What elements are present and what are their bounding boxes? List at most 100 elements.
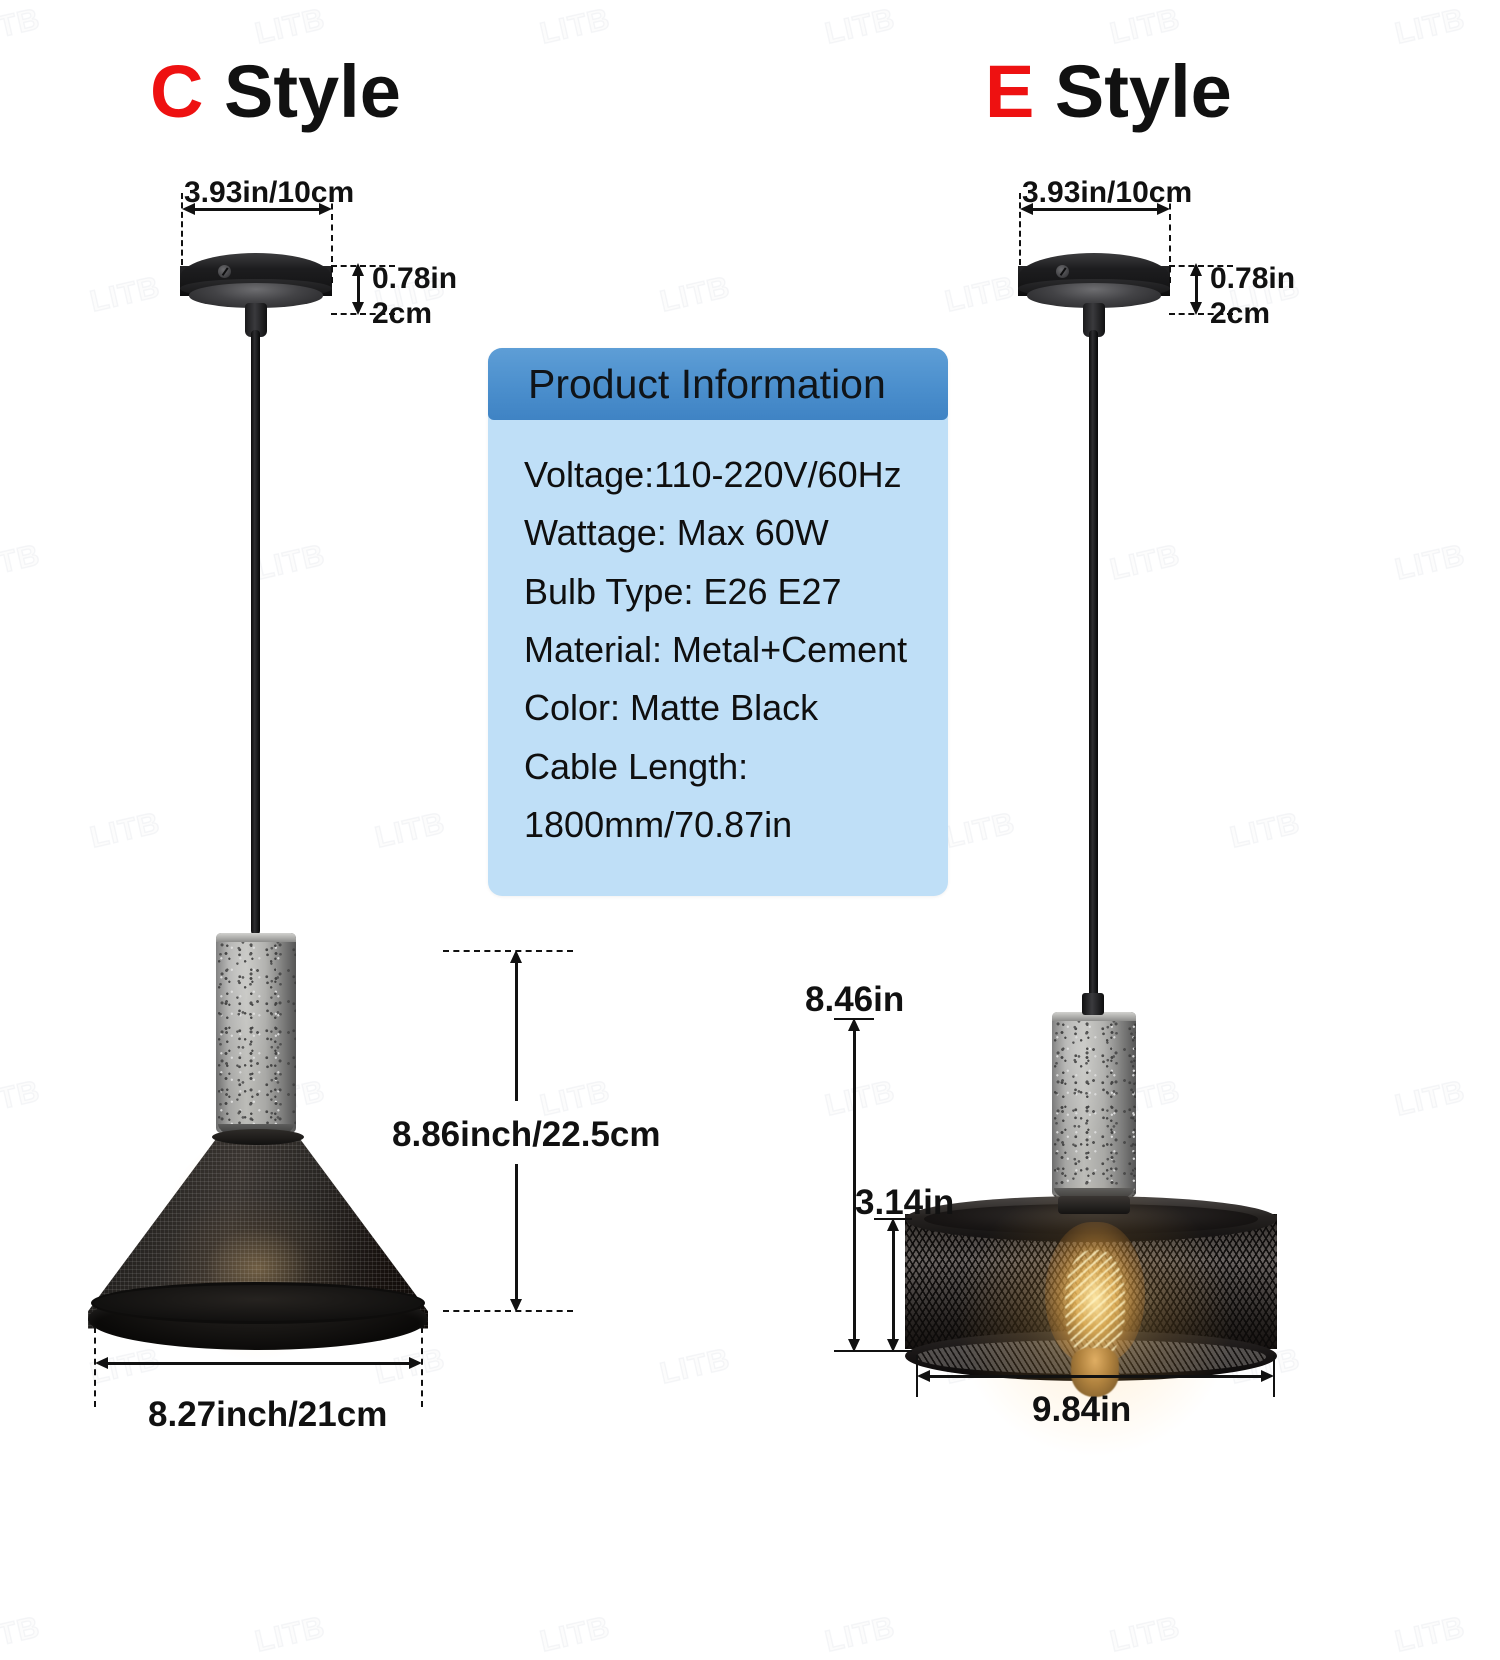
brand-watermark: LITB <box>536 1610 614 1659</box>
e-canopy-width-ext-right <box>1169 193 1171 283</box>
c-canopy-width-label: 3.93in/10cm <box>184 176 355 209</box>
brand-watermark: LITB <box>371 806 449 855</box>
c-canopy <box>180 253 332 337</box>
arrow-shaft <box>1195 272 1198 306</box>
c-shade-height-label: 8.86inch/22.5cm <box>392 1115 661 1154</box>
product-information-header: Product Information <box>488 348 948 420</box>
c-cement-bottom-cap <box>217 1124 295 1133</box>
c-style-letter: C <box>150 50 204 133</box>
brand-watermark: LITB <box>656 270 734 319</box>
e-canopy-height-inch: 0.78in <box>1210 262 1296 295</box>
c-canopy-height-inch: 0.78in <box>372 262 458 295</box>
c-canopy-height-arrow <box>352 263 364 315</box>
brand-watermark: LITB <box>251 1610 329 1659</box>
info-row-voltage: Voltage:110-220V/60Hz <box>524 454 902 495</box>
arrow-shaft <box>515 959 518 1101</box>
arrow-shaft <box>892 1227 895 1343</box>
e-style-letter: E <box>985 50 1035 133</box>
e-shade-height-arrow <box>887 1218 899 1352</box>
arrow-head-left-icon <box>917 1370 930 1382</box>
c-canopy-width-ext-left <box>181 193 183 265</box>
info-row-color: Color: Matte Black <box>524 687 819 729</box>
brand-watermark: LITB <box>0 2 44 51</box>
arrow-head-top-icon <box>352 263 364 276</box>
e-cement-bottom-cap <box>1053 1188 1135 1197</box>
info-row-cable-length-label: Cable Length: <box>524 745 749 787</box>
e-canopy-height-cm: 2cm <box>1210 296 1271 330</box>
brand-watermark: LITB <box>656 1342 734 1391</box>
e-canopy-height-arrow <box>1190 263 1202 315</box>
e-width-tick-right <box>1273 1355 1275 1397</box>
info-row-bulb-type: Bulb Type: E26 E27 <box>524 570 842 612</box>
brand-watermark: LITB <box>0 538 44 587</box>
e-width-arrow <box>917 1370 1274 1382</box>
brand-watermark: LITB <box>821 1610 899 1659</box>
arrow-head-top-icon <box>510 950 522 963</box>
c-width-arrow <box>95 1357 422 1369</box>
product-information-list: Voltage:110-220V/60Hz Wattage: Max 60W B… <box>524 446 932 854</box>
c-style-title: C Style <box>150 55 401 129</box>
arrow-head-right-icon <box>1261 1370 1274 1382</box>
brand-watermark: LITB <box>251 538 329 587</box>
c-canopy-screw <box>218 264 231 278</box>
info-row-cable-length-value: 1800mm/70.87in <box>524 803 793 845</box>
arrow-head-bottom-icon <box>510 1299 522 1312</box>
arrow-shaft <box>191 208 323 211</box>
c-cement-cylinder <box>216 933 296 1133</box>
brand-watermark: LITB <box>941 270 1019 319</box>
c-cord <box>251 330 260 935</box>
brand-watermark: LITB <box>821 1074 899 1123</box>
arrow-shaft <box>515 1164 518 1303</box>
c-style-word: Style <box>224 50 401 133</box>
arrow-head-left-icon <box>95 1357 108 1369</box>
c-canopy-width-arrow <box>182 203 332 215</box>
brand-watermark: LITB <box>1106 1610 1184 1659</box>
arrow-shaft <box>357 272 360 306</box>
brand-watermark: LITB <box>1391 1074 1469 1123</box>
brand-watermark: LITB <box>1106 2 1184 51</box>
e-style-title: E Style <box>985 55 1232 129</box>
e-shade-width-label: 9.84in <box>1032 1390 1132 1429</box>
e-total-height-arrow <box>848 1018 860 1352</box>
arrow-head-top-icon <box>1190 263 1202 276</box>
c-shade-width-label: 8.27inch/21cm <box>148 1395 388 1434</box>
e-canopy-cord-exit <box>1083 303 1105 337</box>
c-cone-collar <box>212 1129 304 1145</box>
brand-watermark: LITB <box>1106 538 1184 587</box>
brand-watermark: LITB <box>0 1074 44 1123</box>
e-bulb-tip <box>1071 1348 1119 1397</box>
c-height-arrow-upper <box>510 950 522 1110</box>
brand-watermark: LITB <box>536 2 614 51</box>
e-cord-ferrule <box>1082 993 1104 1015</box>
brand-watermark: LITB <box>1226 806 1304 855</box>
arrow-head-left-icon <box>1020 203 1033 215</box>
arrow-head-left-icon <box>182 203 195 215</box>
brand-watermark: LITB <box>1391 1610 1469 1659</box>
brand-watermark: LITB <box>86 270 164 319</box>
e-canopy-width-ext-left <box>1019 193 1021 265</box>
e-bulb-filament-coil <box>1065 1250 1125 1359</box>
e-socket <box>1058 1196 1130 1214</box>
c-cone-shade <box>88 1129 428 1350</box>
brand-watermark: LITB <box>1391 2 1469 51</box>
arrow-head-bottom-icon <box>352 302 364 315</box>
e-style-word: Style <box>1054 50 1232 133</box>
e-canopy <box>1018 253 1170 337</box>
arrow-head-bottom-icon <box>887 1339 899 1352</box>
arrow-head-right-icon <box>1157 203 1170 215</box>
brand-watermark: LITB <box>821 2 899 51</box>
arrow-head-right-icon <box>319 203 332 215</box>
e-cement-cylinder <box>1052 1012 1136 1197</box>
c-cement-top-cap <box>216 933 296 942</box>
arrow-head-top-icon <box>887 1218 899 1231</box>
c-canopy-width-ext-right <box>331 193 333 283</box>
c-canopy-cord-exit <box>245 303 267 337</box>
e-canopy-width-arrow <box>1020 203 1170 215</box>
brand-watermark: LITB <box>86 806 164 855</box>
arrow-head-right-icon <box>409 1357 422 1369</box>
e-cement-top-cap <box>1052 1012 1136 1021</box>
e-canopy-height-label: 0.78in 2cm <box>1210 262 1295 331</box>
arrow-head-top-icon <box>848 1018 860 1031</box>
c-height-ext-bottom <box>443 1310 573 1312</box>
e-canopy-screw <box>1056 264 1069 278</box>
